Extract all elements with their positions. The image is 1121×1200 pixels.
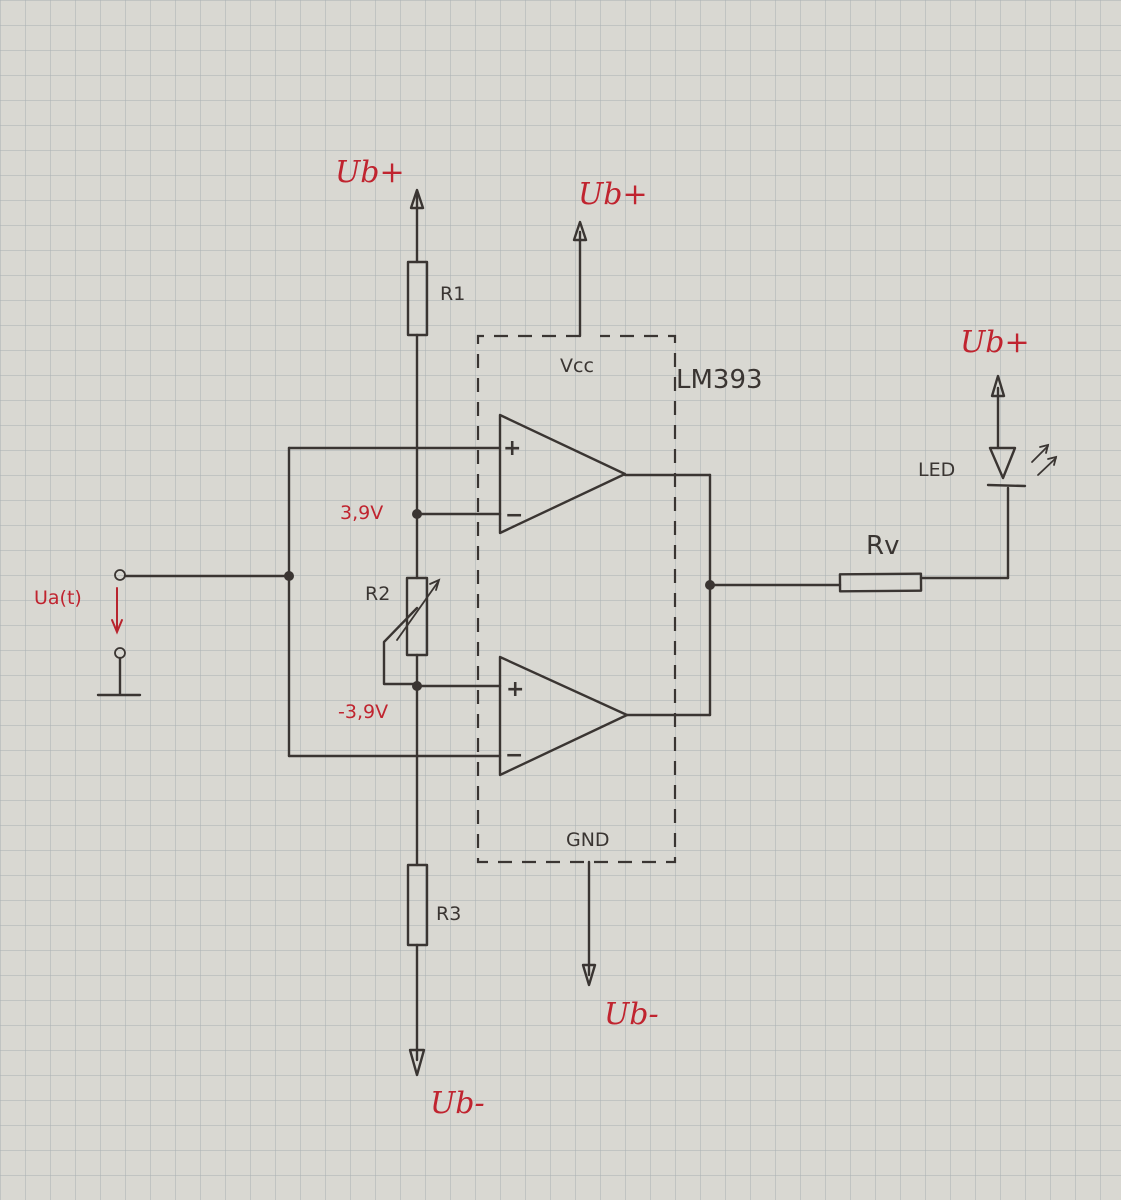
input-voltage-arrow — [111, 587, 123, 635]
label-gnd: GND — [566, 829, 610, 851]
r1-resistor — [406, 260, 429, 337]
label-supply-pos-right: Ub+ — [960, 325, 1030, 360]
label-upper-threshold: 3,9V — [340, 502, 383, 524]
comparator-upper — [498, 413, 627, 535]
label-r1: R1 — [440, 283, 465, 305]
label-r3: R3 — [436, 903, 461, 925]
comparator-lower — [498, 655, 629, 777]
label-supply-neg-mid: Ub- — [604, 997, 659, 1032]
label-lower-threshold: -3,9V — [338, 701, 388, 723]
pin-minus-lower: − — [505, 743, 523, 768]
label-input-voltage: Ua(t) — [34, 587, 82, 609]
r3-resistor — [406, 863, 429, 947]
pin-minus-upper: − — [505, 503, 523, 528]
output-wiring — [623, 374, 1010, 717]
label-vcc: Vcc — [560, 355, 594, 377]
label-supply-pos-mid: Ub+ — [578, 177, 648, 212]
label-ic-name: LM393 — [676, 365, 763, 395]
r2-potentiometer — [382, 576, 441, 686]
input-wiring — [96, 446, 502, 758]
led-diode — [986, 443, 1058, 488]
label-supply-pos-left: Ub+ — [335, 155, 405, 190]
pin-plus-upper: + — [503, 436, 521, 461]
label-r2: R2 — [365, 583, 390, 605]
pin-plus-lower: + — [506, 677, 524, 702]
label-rv: Rv — [866, 531, 899, 561]
label-led: LED — [918, 459, 955, 481]
rv-resistor — [838, 572, 923, 593]
lm393-package — [476, 220, 677, 987]
label-supply-neg-bottom: Ub- — [430, 1086, 485, 1121]
